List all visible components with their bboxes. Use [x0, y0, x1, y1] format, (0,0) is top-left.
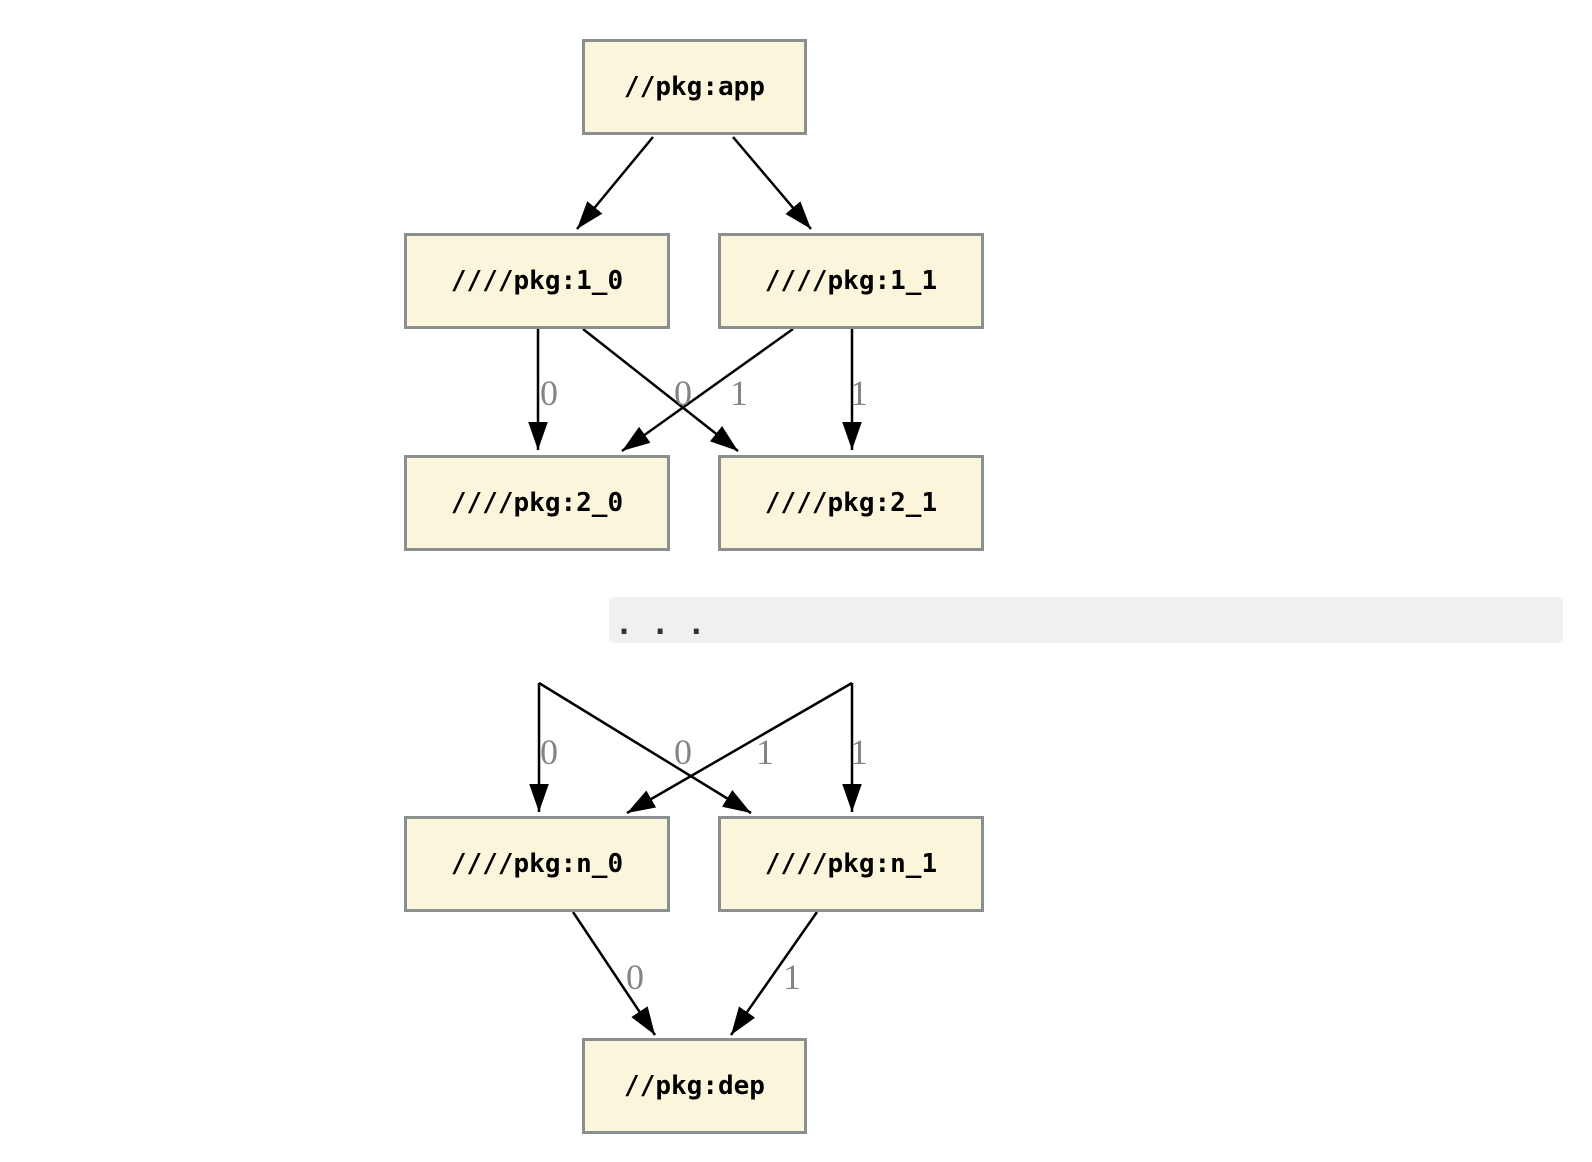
- ellipsis-dots: . . .: [615, 607, 706, 642]
- edge-label: 0: [540, 732, 558, 772]
- edge-ellipsis-to-n_0-cross: [626, 681, 853, 815]
- node-pkg-dep: //pkg:dep: [582, 1038, 807, 1134]
- edge-n_0-to-dep: [571, 911, 657, 1036]
- edge-label: 0: [674, 732, 692, 772]
- edge-label: 1: [730, 373, 748, 413]
- node-pkg-app: //pkg:app: [582, 39, 807, 135]
- edge-label: 1: [756, 732, 774, 772]
- node-pkg-1_1: ////pkg:1_1: [718, 233, 984, 329]
- node-pkg-2_1: ////pkg:2_1: [718, 455, 984, 551]
- node-pkg-1_0: ////pkg:1_0: [404, 233, 670, 329]
- edge-label: 0: [540, 373, 558, 413]
- edge-label: 1: [850, 373, 868, 413]
- node-pkg-2_0: ////pkg:2_0: [404, 455, 670, 551]
- node-pkg-n_1: ////pkg:n_1: [718, 816, 984, 912]
- edge-n_1-to-dep: [729, 911, 819, 1036]
- edge-ellipsis-to-n_1-cross: [538, 681, 752, 815]
- edge-app-to-1_1: [732, 136, 812, 230]
- edge-1_0-to-2_1: [582, 328, 739, 452]
- edge-label: 0: [626, 957, 644, 997]
- ellipsis-bar: . . .: [609, 597, 1563, 643]
- edge-1_1-to-2_0: [621, 327, 794, 453]
- node-pkg-n_0: ////pkg:n_0: [404, 816, 670, 912]
- edge-label: 1: [783, 957, 801, 997]
- edge-label: 1: [850, 732, 868, 772]
- edge-app-to-1_0: [576, 136, 654, 230]
- edge-label: 0: [674, 373, 692, 413]
